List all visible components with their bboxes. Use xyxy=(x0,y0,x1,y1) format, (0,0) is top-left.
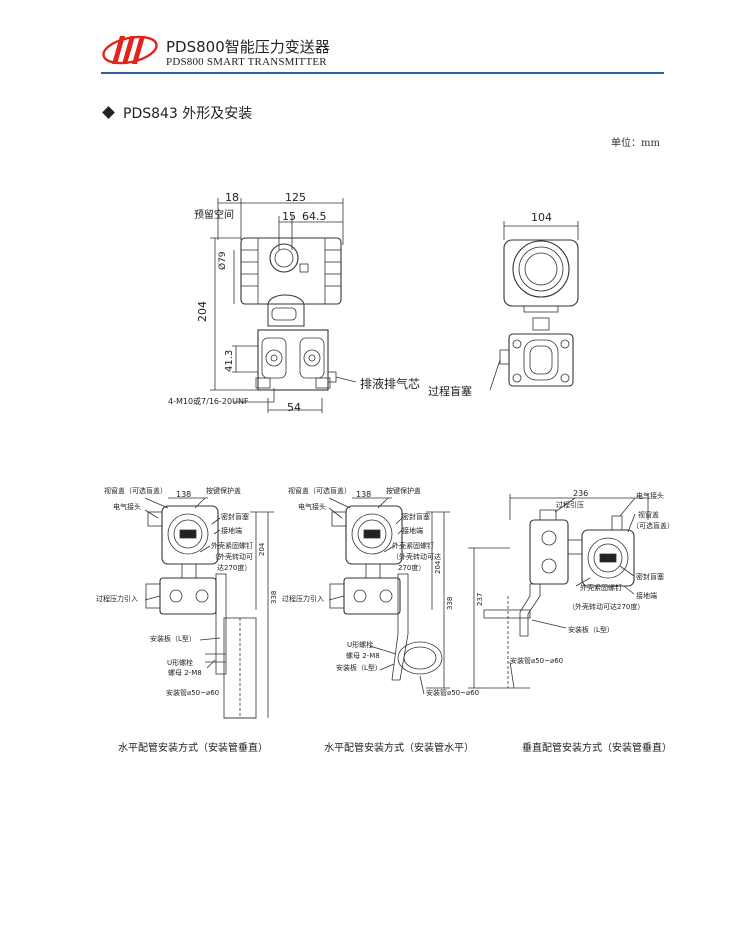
mid-u-bolt: U形螺栓 xyxy=(347,641,374,649)
right-caption: 垂直配管安装方式（安装管垂直） xyxy=(522,743,672,754)
left-pipe: 安装管⌀50~⌀60 xyxy=(166,689,220,697)
right-pipe: 安装管⌀50~⌀60 xyxy=(510,657,564,665)
right-rotate-note: （外壳转动可达270度） xyxy=(568,603,645,611)
right-seal-plug: 密封盲塞 xyxy=(636,573,664,581)
dim-104: 104 xyxy=(531,211,552,224)
right-housing-screw: 外壳紧固螺钉 xyxy=(580,584,622,592)
mid-dim-138: 138 xyxy=(356,490,372,499)
left-ground-terminal: 接地端 xyxy=(221,527,242,535)
unit-label: 单位：mm xyxy=(611,138,660,149)
dim-125: 125 xyxy=(285,191,306,204)
right-window-cap: 视窗盖 xyxy=(638,511,659,519)
left-rotate-note2: 达270度） xyxy=(217,564,252,572)
left-window-cap: 视窗盖（可选盲盖） xyxy=(104,487,167,495)
dim-54: 54 xyxy=(287,401,301,414)
drain-vent-label: 排液排气芯 xyxy=(360,377,421,391)
process-plug-label: 过程盲塞 xyxy=(428,385,472,398)
install-mid-drawing xyxy=(328,497,450,695)
right-dim-236: 236 xyxy=(573,489,589,498)
dim-d79: Ø79 xyxy=(218,251,228,270)
right-dim-237: 237 xyxy=(476,592,484,606)
left-mount-plate: 安装板（L型） xyxy=(150,635,196,643)
mid-electrical-conn: 电气接头 xyxy=(298,503,326,511)
right-ground-terminal: 接地端 xyxy=(636,592,657,600)
right-mount-plate: 安装板（L型） xyxy=(568,626,614,634)
left-dim-138: 138 xyxy=(176,490,192,499)
section-title-text: PDS843 外形及安装 xyxy=(123,106,253,122)
install-right-drawing xyxy=(468,494,649,689)
header-divider xyxy=(101,72,664,74)
reserved-space-label: 预留空间 xyxy=(194,210,234,221)
mid-caption: 水平配管安装方式（安装管水平） xyxy=(324,743,474,754)
left-caption: 水平配管安装方式（安装管垂直） xyxy=(118,743,268,754)
left-dim-204: 204 xyxy=(258,542,266,556)
right-electrical-conn: 电气接头 xyxy=(636,492,664,500)
mid-housing-screw: 外壳紧固螺钉 xyxy=(392,542,434,550)
side-view-drawing xyxy=(210,198,357,413)
page-header: PDS800智能压力变送器 PDS800 SMART TRANSMITTER xyxy=(0,0,750,80)
mid-key-cover: 按键保护盖 xyxy=(386,487,421,495)
mid-dim-338: 338 xyxy=(446,596,454,610)
left-electrical-conn: 电气接头 xyxy=(113,503,141,511)
mid-process-inlet: 过程压力引入 xyxy=(282,595,324,603)
front-view-drawing xyxy=(489,221,579,391)
left-rotate-note: （外壳转动可 xyxy=(211,553,253,561)
left-process-inlet: 过程压力引入 xyxy=(96,595,138,603)
mid-mount-plate: 安装板（L型） xyxy=(336,664,382,672)
mid-window-cap: 视窗盖（可选盲盖） xyxy=(288,487,351,495)
mid-rotate-note: （外壳转动可达 xyxy=(392,553,441,561)
mid-ground-terminal: 接地端 xyxy=(402,527,423,535)
dim-204: 204 xyxy=(196,301,209,322)
left-nut: 螺母 2-M8 xyxy=(168,669,202,677)
section-title: PDS843 外形及安装 xyxy=(102,103,253,123)
brand-name-en: PDS800 SMART TRANSMITTER xyxy=(166,56,327,68)
dim-64-5: 64.5 xyxy=(302,210,327,223)
mid-seal-plug: 密封盲塞 xyxy=(402,513,430,521)
bolt-spec-label: 4-M10或7/16-20UNF xyxy=(168,397,249,406)
left-u-bolt: U形螺栓 xyxy=(167,659,194,667)
left-housing-screw: 外壳紧固螺钉 xyxy=(211,542,253,550)
mid-dim-204: 204 xyxy=(434,560,442,574)
dim-15: 15 xyxy=(282,210,296,223)
brand-logo-icon xyxy=(102,35,158,65)
mid-nut: 螺母 2-M8 xyxy=(346,652,380,660)
left-seal-plug: 密封盲塞 xyxy=(221,513,249,521)
left-key-cover: 按键保护盖 xyxy=(206,487,241,495)
install-left-drawing xyxy=(144,497,274,719)
dim-41-3: 41.3 xyxy=(224,349,235,372)
mid-pipe: 安装管⌀50~⌀60 xyxy=(426,689,480,697)
left-dim-338: 338 xyxy=(270,590,278,604)
right-process-inlet: 过程引压 xyxy=(556,501,584,509)
mid-rotate-note2: 270度） xyxy=(398,564,426,572)
right-window-cap2: （可选盲盖） xyxy=(632,522,674,530)
dim-18: 18 xyxy=(225,191,239,204)
brand-name-cn: PDS800智能压力变送器 xyxy=(166,38,330,56)
